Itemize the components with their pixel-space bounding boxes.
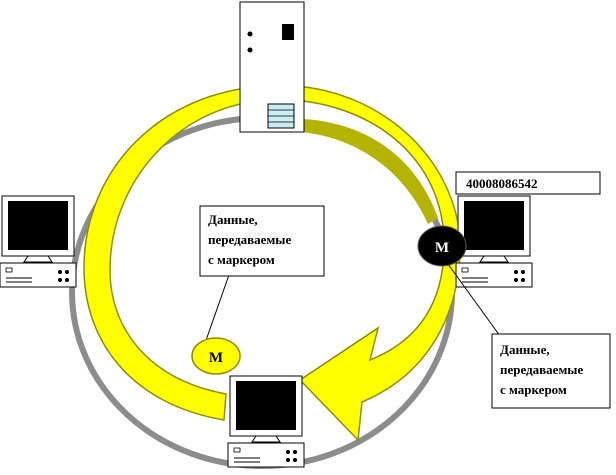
callout-right-line-1: Данные, xyxy=(500,342,550,357)
callout-left: Данные, передаваемые с маркером xyxy=(199,205,325,277)
address-label: 40008086542 xyxy=(455,171,601,195)
callout-left-line-3: с маркером xyxy=(208,252,275,267)
computer-icon-right xyxy=(455,195,533,288)
computer-icon-bottom xyxy=(227,375,305,468)
callout-right: Данные, передаваемые с маркером xyxy=(491,333,611,409)
token-waiting-label: М xyxy=(209,350,223,366)
computer-icon-left xyxy=(0,195,77,288)
callout-right-line-3: с маркером xyxy=(500,382,567,397)
callout-left-line-2: передаваемые xyxy=(208,232,291,247)
token-waiting: М xyxy=(191,337,241,375)
token-moving-label: М xyxy=(435,240,449,256)
address-label-text: 40008086542 xyxy=(466,176,538,191)
callout-right-line-2: передаваемые xyxy=(500,362,583,377)
callout-left-pointer xyxy=(203,271,231,347)
callout-left-line-1: Данные, xyxy=(208,212,258,227)
token-moving: М xyxy=(417,225,467,267)
callout-right-pointer xyxy=(447,263,501,337)
server-icon xyxy=(239,1,305,133)
